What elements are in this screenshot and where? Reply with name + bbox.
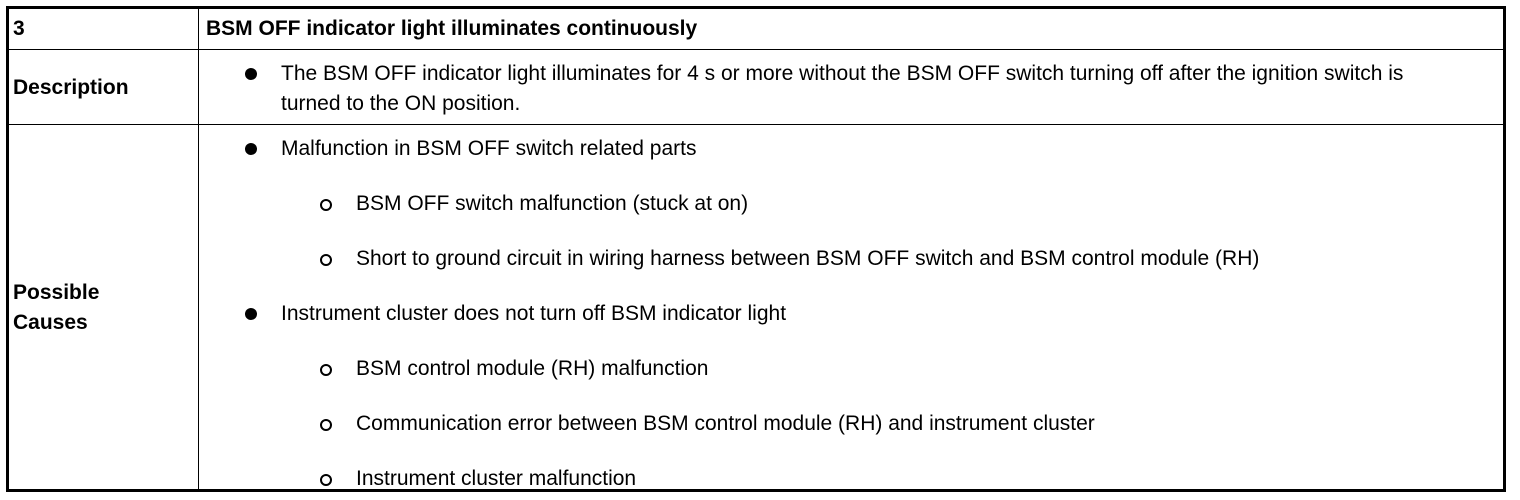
possible-causes-content: Malfunction in BSM OFF switch related pa… bbox=[199, 126, 1503, 490]
item-number: 3 bbox=[13, 17, 25, 40]
header-row: 3 BSM OFF indicator light illuminates co… bbox=[9, 9, 1503, 49]
cause-subitem-text: Instrument cluster malfunction bbox=[356, 467, 637, 490]
cause-subitem-text: BSM OFF switch malfunction (stuck at on) bbox=[356, 192, 749, 215]
cause-subitem-text: BSM control module (RH) malfunction bbox=[356, 357, 709, 380]
column-divider bbox=[198, 9, 199, 489]
possible-causes-row: Possible Causes Malfunction in BSM OFF s… bbox=[9, 126, 1503, 490]
row-divider bbox=[9, 49, 1503, 50]
description-content: The BSM OFF indicator light illuminates … bbox=[199, 51, 1503, 125]
row-divider bbox=[9, 124, 1503, 125]
bullet-circle-icon bbox=[320, 199, 332, 211]
cause-subitem-text: Short to ground circuit in wiring harnes… bbox=[356, 247, 1260, 270]
possible-causes-label: Possible Causes bbox=[13, 280, 100, 334]
bullet-circle-icon bbox=[320, 474, 332, 486]
symptom-title: BSM OFF indicator light illuminates cont… bbox=[206, 17, 698, 40]
description-label: Description bbox=[13, 76, 129, 99]
diagnostic-table: 3 BSM OFF indicator light illuminates co… bbox=[6, 6, 1506, 492]
bullet-dot-icon bbox=[245, 68, 257, 80]
bullet-circle-icon bbox=[320, 419, 332, 431]
description-text: The BSM OFF indicator light illuminates … bbox=[281, 62, 1404, 115]
cause-subitem-text: Communication error between BSM control … bbox=[356, 412, 1095, 435]
cause-group-text: Malfunction in BSM OFF switch related pa… bbox=[281, 137, 697, 160]
bullet-circle-icon bbox=[320, 364, 332, 376]
description-row: Description The BSM OFF indicator light … bbox=[9, 51, 1503, 125]
cause-group-text: Instrument cluster does not turn off BSM… bbox=[281, 302, 787, 325]
bullet-dot-icon bbox=[245, 143, 257, 155]
bullet-circle-icon bbox=[320, 254, 332, 266]
bullet-dot-icon bbox=[245, 308, 257, 320]
